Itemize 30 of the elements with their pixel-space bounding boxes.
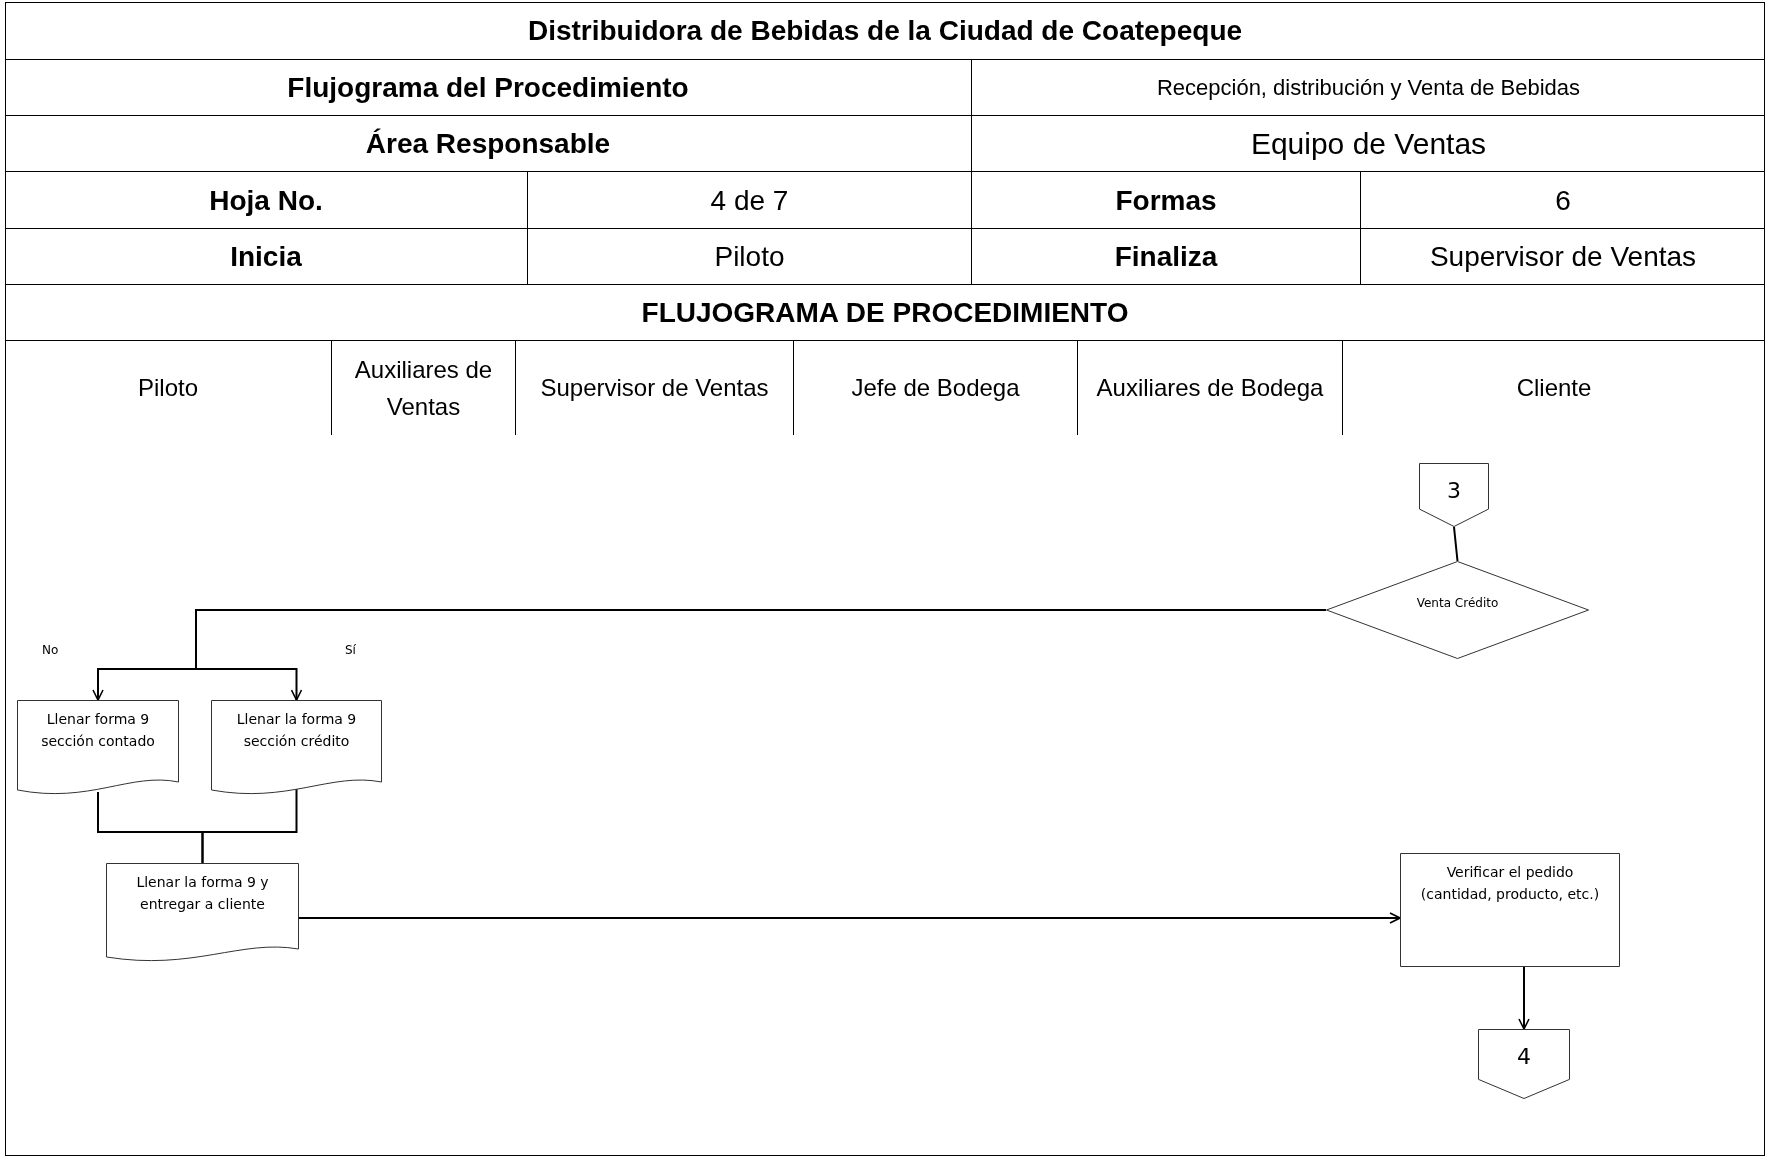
connector-line <box>201 787 298 864</box>
edge-label: Sí <box>343 643 358 657</box>
header-cell: Finaliza <box>971 228 1360 285</box>
arrow <box>1518 966 1530 1030</box>
lane-header: Supervisor de Ventas <box>515 340 793 435</box>
decision-diamond: Venta Crédito <box>1326 561 1589 659</box>
lane-header: Auxiliares de Ventas <box>331 340 515 435</box>
header-cell: Equipo de Ventas <box>971 115 1765 172</box>
header-cell: Área Responsable <box>5 115 971 172</box>
connector-line <box>1453 526 1459 562</box>
offpage-connector: 4 <box>1478 1029 1570 1099</box>
header-cell: Hoja No. <box>5 171 527 229</box>
header-cell: Flujograma del Procedimiento <box>5 59 971 116</box>
form-title: Distribuidora de Bebidas de la Ciudad de Coatepeque <box>526 13 1244 48</box>
header-cell: 6 <box>1360 171 1765 229</box>
header-cell: Piloto <box>527 228 971 285</box>
arrow <box>298 912 1401 924</box>
header-cell: Recepción, distribución y Venta de Bebidas <box>971 59 1765 116</box>
header-cell: 4 de 7 <box>527 171 971 229</box>
header-cell: Formas <box>971 171 1360 229</box>
edge-label: No <box>40 643 61 657</box>
offpage-connector: 3 <box>1419 463 1489 527</box>
header-cell: Inicia <box>5 228 527 285</box>
header-cell: FLUJOGRAMA DE PROCEDIMIENTO <box>5 284 1765 341</box>
lane-header: Auxiliares de Bodega <box>1077 340 1342 435</box>
process-box: Verificar el pedido (cantidad, producto, etc.) <box>1400 853 1620 967</box>
lane-header: Piloto <box>5 340 331 435</box>
lane-header: Cliente <box>1342 340 1765 435</box>
lane-header: Jefe de Bodega <box>793 340 1077 435</box>
header-cell: Supervisor de Ventas <box>1360 228 1765 285</box>
